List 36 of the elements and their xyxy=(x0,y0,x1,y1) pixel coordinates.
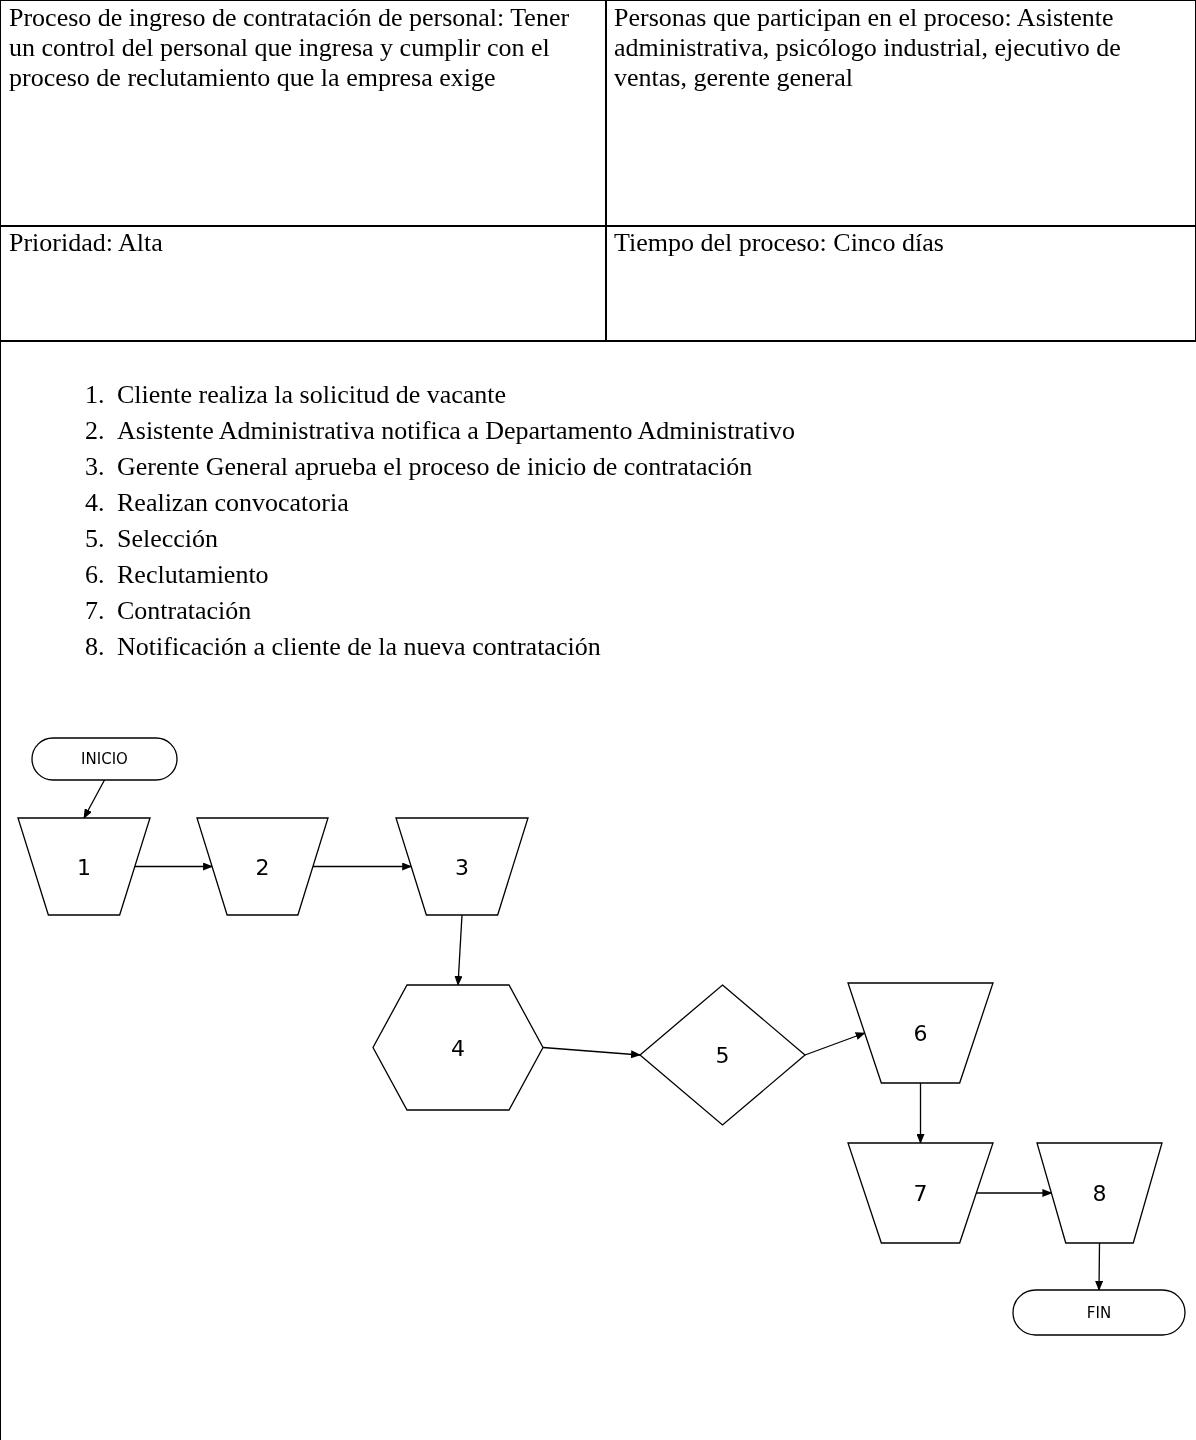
list-number: 7. xyxy=(85,596,105,626)
table-cell: Personas que participan en el proceso: Asistente administrativa, psicólogo industrial, ejecutivo de ventas, gerente general xyxy=(605,0,1196,227)
list-item: Selección xyxy=(117,524,219,554)
step-number: 5 xyxy=(714,1042,731,1068)
list-number: 1. xyxy=(85,380,105,410)
list-number: 8. xyxy=(85,632,105,662)
list-item: Contratación xyxy=(117,596,252,626)
step-number: 4 xyxy=(450,1035,466,1060)
step-number: 7 xyxy=(912,1180,929,1206)
step-number: 1 xyxy=(76,854,92,879)
list-number: 3. xyxy=(85,452,105,482)
list-item: Gerente General aprueba el proceso de inicio de contratación xyxy=(117,452,753,482)
list-item: Reclutamiento xyxy=(117,560,269,590)
list-item: Realizan convocatoria xyxy=(117,488,349,518)
step-number: 3 xyxy=(454,854,470,879)
table-cell: Proceso de ingreso de contratación de personal: Tener un control del personal que ingresa y cumplir con el proceso de reclutamiento que la empresa exige xyxy=(0,0,607,227)
arrow xyxy=(454,914,463,986)
step-number: 8 xyxy=(1091,1180,1108,1206)
terminal-label: FIN xyxy=(1085,1303,1113,1322)
step-number: 2 xyxy=(254,854,271,879)
arrow xyxy=(1095,1242,1104,1291)
terminal-label: INICIO xyxy=(80,750,129,768)
arrow xyxy=(83,779,106,819)
arrow xyxy=(542,1046,641,1059)
table-cell: Tiempo del proceso: Cinco días xyxy=(605,225,1196,342)
list-item: Notificación a cliente de la nueva contratación xyxy=(117,632,601,662)
arrow xyxy=(804,1032,866,1056)
list-number: 6. xyxy=(85,560,105,590)
list-item: Asistente Administrativa notifica a Departamento Administrativo xyxy=(117,416,796,446)
list-number: 5. xyxy=(85,524,105,554)
list-item: Cliente realiza la solicitud de vacante xyxy=(117,380,507,410)
arrow xyxy=(916,1082,925,1144)
step-number: 6 xyxy=(912,1020,929,1046)
list-number: 4. xyxy=(85,488,105,518)
table-cell: Prioridad: Alta xyxy=(0,225,607,342)
list-number: 2. xyxy=(85,416,105,446)
